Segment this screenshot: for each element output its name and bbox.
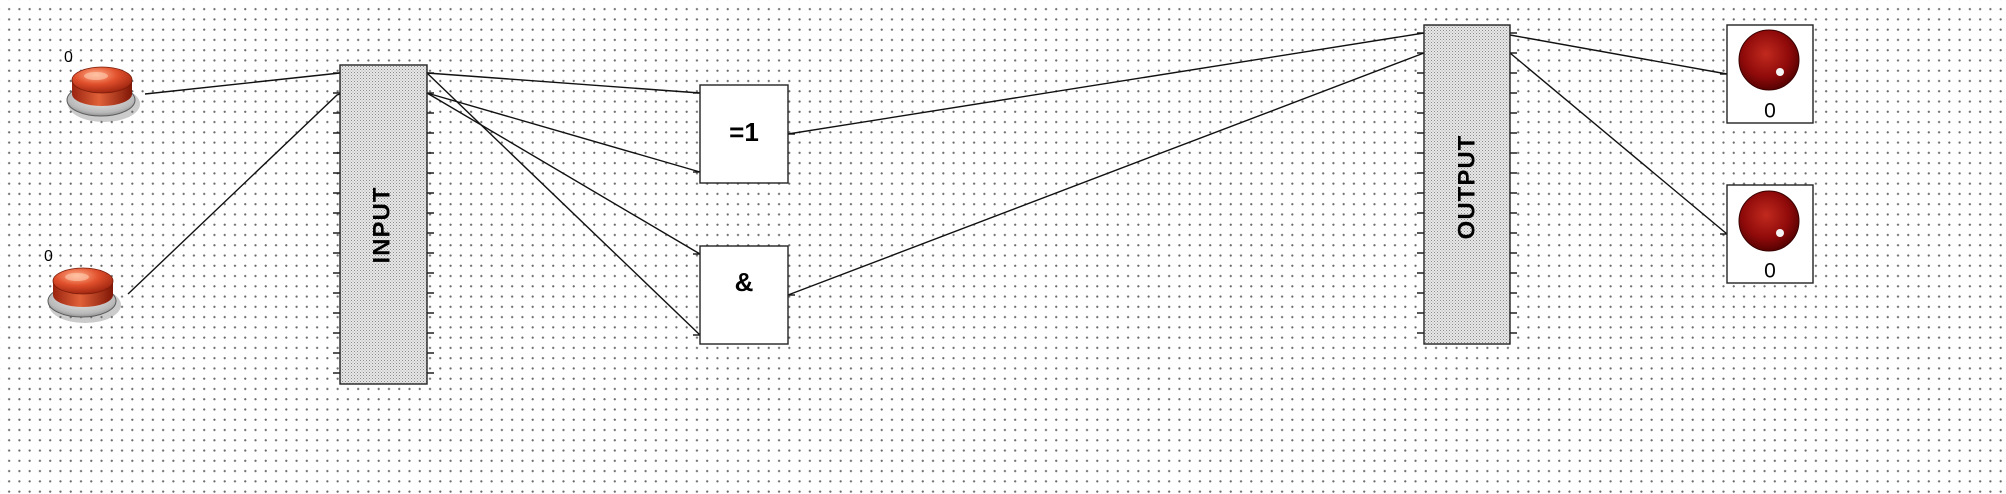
wire-input-to-xor-b[interactable]: [426, 92, 701, 173]
xor-gate-label: =1: [729, 117, 759, 147]
lamp-1-state-label: 0: [1764, 100, 1776, 123]
output-bus-label: OUTPUT: [1453, 135, 1480, 240]
lamp-1[interactable]: 0: [1720, 24, 1814, 124]
red-push-button-icon: [47, 267, 121, 323]
wire-button1-to-input[interactable]: [144, 72, 341, 95]
lamp-2[interactable]: 0: [1720, 184, 1814, 284]
red-indicator-lamp-icon: [1738, 190, 1800, 252]
and-gate[interactable]: &: [693, 245, 795, 345]
output-bus-pins: [1417, 32, 1517, 334]
wire-output-to-lamp2[interactable]: [1509, 52, 1728, 235]
and-gate-label: &: [735, 267, 754, 297]
push-button-2[interactable]: 0: [44, 248, 121, 323]
wire-input-to-and-b[interactable]: [426, 72, 701, 336]
push-button-1-state-label: 0: [64, 49, 73, 66]
output-bus[interactable]: OUTPUT: [1417, 24, 1517, 345]
red-push-button-icon: [66, 66, 140, 122]
and-gate-body: [699, 245, 789, 345]
wire-xor-to-output[interactable]: [787, 32, 1425, 135]
xor-gate[interactable]: =1: [693, 84, 795, 184]
wire-output-to-lamp1[interactable]: [1509, 34, 1728, 75]
wire-input-to-xor-a[interactable]: [426, 72, 701, 94]
output-bus-body: [1423, 24, 1511, 345]
wire-input-to-and-a[interactable]: [426, 92, 701, 255]
push-button-1[interactable]: 0: [64, 49, 140, 122]
input-bus-label: INPUT: [368, 187, 395, 264]
wire-button2-to-input[interactable]: [127, 93, 341, 295]
wire-and-to-output[interactable]: [787, 52, 1425, 296]
push-button-2-state-label: 0: [44, 248, 53, 265]
xor-gate-body: [699, 84, 789, 184]
wires: [127, 32, 1728, 336]
input-bus-body: [339, 64, 428, 385]
red-indicator-lamp-icon: [1738, 29, 1800, 91]
lamp-2-state-label: 0: [1764, 260, 1776, 283]
input-bus[interactable]: INPUT: [333, 64, 434, 385]
input-bus-pins: [333, 72, 434, 374]
